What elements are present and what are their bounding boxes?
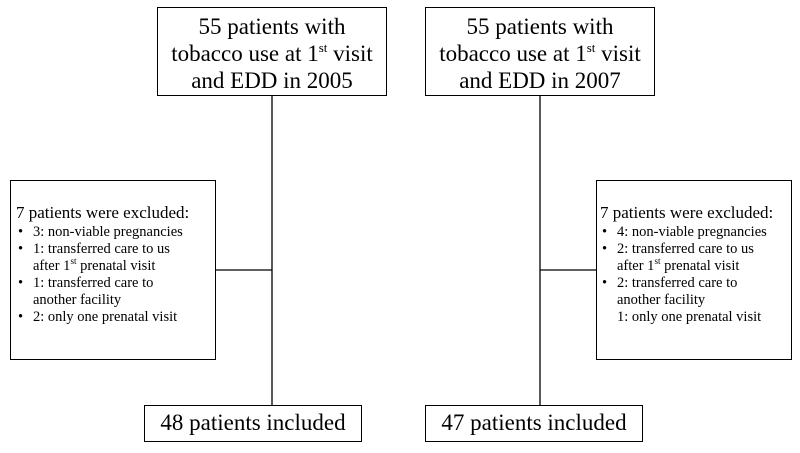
list-item: 2: only one prenatal visit bbox=[16, 309, 211, 326]
right-end-label: 47 patients included bbox=[441, 410, 627, 435]
right-exclusion-box: 7 patients were excluded: 4: non-viable … bbox=[596, 180, 792, 360]
right-exclusion-title: 7 patients were excluded: bbox=[600, 203, 774, 222]
left-start-line2: tobacco use at 1st visit bbox=[171, 40, 373, 66]
list-item: 1: only one prenatal visit bbox=[617, 309, 762, 325]
right-start-line3: and EDD in 2007 bbox=[459, 68, 621, 93]
left-exclusion-box: 7 patients were excluded: 3: non-viable … bbox=[10, 180, 216, 360]
left-start-line3: and EDD in 2005 bbox=[191, 68, 353, 93]
left-end-box: 48 patients included bbox=[144, 405, 362, 442]
list-item: 4: non-viable pregnancies bbox=[600, 224, 787, 241]
list-item: 3: non-viable pregnancies bbox=[16, 224, 211, 241]
left-start-box: 55 patients with tobacco use at 1st visi… bbox=[157, 7, 387, 96]
left-exclusion-title: 7 patients were excluded: bbox=[16, 203, 190, 222]
right-end-box: 47 patients included bbox=[425, 405, 643, 442]
right-start-line2: tobacco use at 1st visit bbox=[439, 40, 641, 66]
right-start-line1: 55 patients with bbox=[466, 14, 614, 39]
right-exclusion-list: 4: non-viable pregnancies 2: transferred… bbox=[600, 224, 787, 326]
left-start-line1: 55 patients with bbox=[198, 14, 346, 39]
left-end-label: 48 patients included bbox=[160, 410, 346, 435]
left-exclusion-list: 3: non-viable pregnancies 1: transferred… bbox=[16, 224, 211, 326]
right-start-box: 55 patients with tobacco use at 1st visi… bbox=[425, 7, 655, 96]
